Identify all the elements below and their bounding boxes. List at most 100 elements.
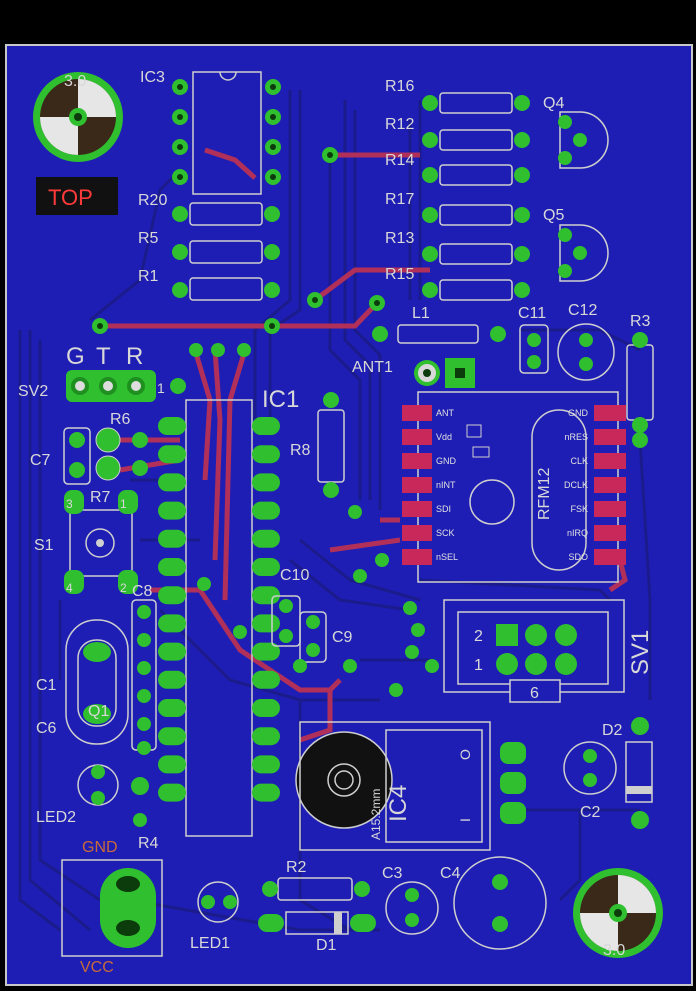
- led-led2: [77, 764, 119, 806]
- ic1-pin-pad: [252, 755, 280, 774]
- r3-label: R3: [630, 313, 651, 330]
- r14-label: R14: [385, 152, 414, 169]
- sv2-pin-g: G: [66, 343, 85, 370]
- capacitor-c3: [385, 881, 439, 935]
- power-connector: [61, 859, 163, 957]
- rfm12-left-pad: [402, 501, 432, 517]
- vias-middle: [197, 505, 439, 697]
- rfm12-smd-2: [472, 446, 490, 458]
- ic3-label: IC3: [140, 69, 165, 86]
- resistor-bank-right: [422, 92, 530, 301]
- crystal-q1: [65, 619, 129, 745]
- rfm12-left-pin-label: Vdd: [436, 432, 452, 442]
- ic1-label: IC1: [262, 386, 299, 413]
- r13-label: R13: [385, 230, 414, 247]
- rfm12-smd-1: [466, 424, 482, 438]
- c9-label: C9: [332, 629, 353, 646]
- ant1-label: ANT1: [352, 359, 393, 376]
- rfm12-right-pad: [594, 549, 626, 565]
- rfm12-right-pad: [594, 429, 626, 445]
- r16-label: R16: [385, 78, 414, 95]
- ic1-pin-pad: [158, 417, 186, 435]
- antenna-ant1: [414, 358, 475, 388]
- ic1-pin-pad: [252, 642, 280, 661]
- connector-vcc-label: VCC: [80, 959, 114, 976]
- mounting-hole-top-left: [33, 72, 123, 162]
- rfm12-left-pad: [402, 549, 432, 565]
- buzzer-text: A15.2mm: [369, 789, 383, 840]
- ic1-pin-pad: [158, 473, 186, 492]
- c6-label: C6: [36, 720, 57, 737]
- ic1-pin-pad: [158, 783, 186, 802]
- resistor-r1: [172, 277, 280, 301]
- sv2-label: SV2: [18, 383, 48, 400]
- sv1-pin-1: 1: [474, 657, 483, 674]
- q4-label: Q4: [543, 95, 564, 112]
- capacitor-c12: [557, 323, 615, 381]
- rfm12-right-pin-label: DCLK: [564, 480, 588, 490]
- sv1-pin-6: 6: [530, 685, 539, 702]
- d1-label: D1: [316, 937, 337, 954]
- r8-label: R8: [290, 442, 311, 459]
- c8-label: C8: [132, 583, 153, 600]
- q1-label: Q1: [88, 703, 109, 720]
- sv2-pin-1: 1: [157, 380, 165, 396]
- rfm12-right-pin-label: nIRQ: [567, 528, 588, 538]
- sv2-pin-r: R: [126, 343, 143, 370]
- r15-label: R15: [385, 266, 414, 283]
- rfm12-crystal-outline: [531, 409, 587, 571]
- ic1-pin-pad: [158, 529, 186, 548]
- resistor-r20: [172, 202, 280, 226]
- r17-label: R17: [385, 191, 414, 208]
- c12-label: C12: [568, 302, 597, 319]
- rfm12-right-pad: [594, 453, 626, 469]
- transistor-q5: [558, 224, 609, 282]
- ic1-pin-pad: [252, 529, 280, 548]
- resistor-r3: [626, 332, 654, 448]
- ic3-pads: [172, 79, 281, 185]
- rfm12-right-pin-label: nRES: [564, 432, 588, 442]
- r1-label: R1: [138, 268, 159, 285]
- ic1-pin-pad: [252, 417, 280, 435]
- inductor-l1: [372, 324, 506, 344]
- ic4-label: IC4: [385, 785, 412, 822]
- c3-label: C3: [382, 865, 403, 882]
- ic1-pin-pad: [252, 727, 280, 746]
- capacitor-c8: [131, 599, 157, 755]
- rfm12-left-pad: [402, 429, 432, 445]
- rfm12-right-pad: [594, 525, 626, 541]
- s1-pin-3: 3: [66, 497, 73, 511]
- capacitor-c7: [63, 427, 91, 485]
- ic1-pin-pad: [252, 445, 280, 464]
- diode-d1: [258, 911, 376, 935]
- ic1-pin-pad: [158, 670, 186, 689]
- rfm12-left-pad: [402, 525, 432, 541]
- ic1-pin-pad: [252, 501, 280, 520]
- top-marker-box: [36, 177, 118, 215]
- rfm12-right-pad: [594, 405, 626, 421]
- sv1-pin-2: 2: [474, 628, 483, 645]
- led2-label: LED2: [36, 809, 76, 826]
- ic1-pin-pad: [158, 501, 186, 520]
- d2-label: D2: [602, 722, 623, 739]
- ic1-pin-pad: [252, 473, 280, 492]
- ic3-outline: [192, 71, 262, 195]
- r7-label: R7: [90, 489, 111, 506]
- ic1-pin-pad: [158, 586, 186, 605]
- switch-s1: [64, 490, 138, 594]
- buzzer: [295, 731, 393, 829]
- rfm12-right-pin-label: GND: [568, 408, 589, 418]
- ic1-pin-pad: [252, 614, 280, 633]
- rfm12-right-pad: [594, 501, 626, 517]
- rfm12-right-pin-label: CLK: [570, 456, 588, 466]
- r5-label: R5: [138, 230, 159, 247]
- rfm12-right-pin-label: FSK: [570, 504, 588, 514]
- rfm12-coil: [469, 479, 515, 525]
- c1-label: C1: [36, 677, 57, 694]
- ic1-pin-pad: [158, 727, 186, 746]
- s1-pin-2: 2: [120, 581, 127, 595]
- r12-label: R12: [385, 116, 414, 133]
